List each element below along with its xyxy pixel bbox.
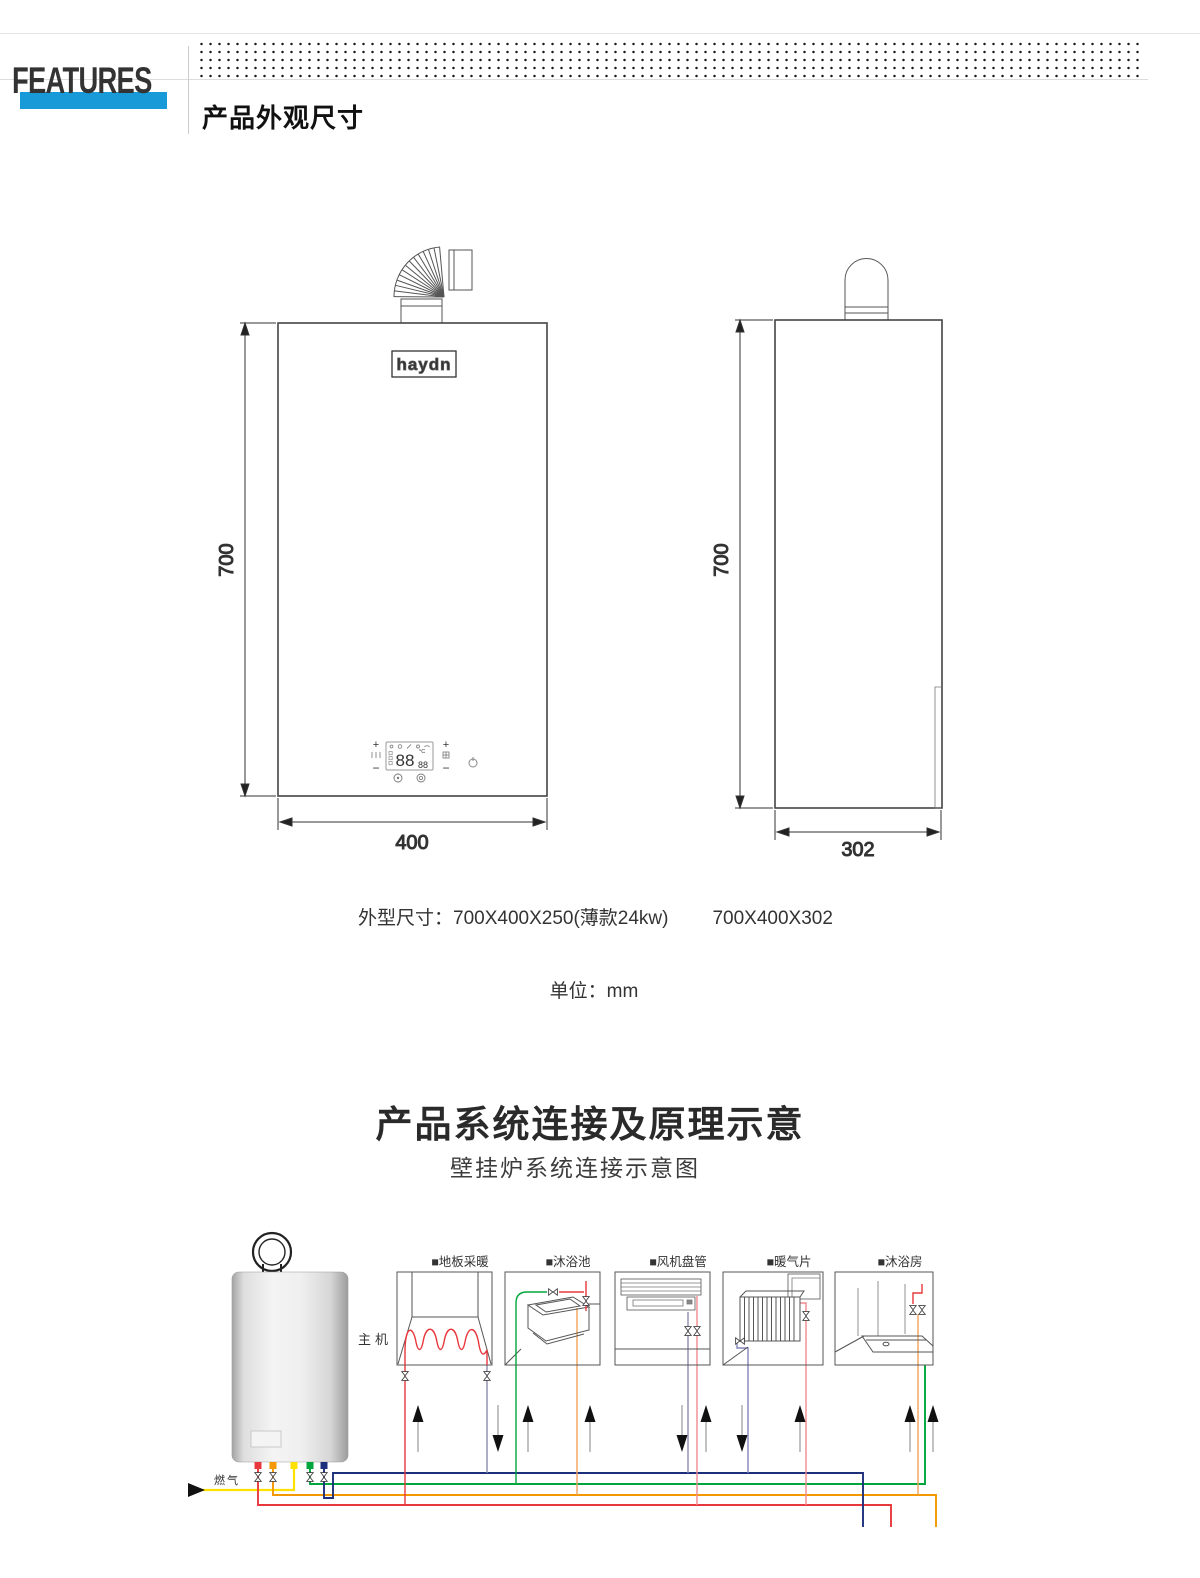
flow-arrow-down: [491, 1404, 505, 1453]
appliance-box-radiator: [722, 1271, 824, 1366]
radiator-icon: [739, 1290, 805, 1342]
fan-coil-unit-icon: [620, 1278, 702, 1311]
flow-arrow-up: [411, 1404, 425, 1453]
heating-coil: [404, 1328, 488, 1365]
lcd-main-digits: 88: [396, 751, 415, 770]
side-height-dimension: 700: [711, 318, 773, 810]
flow-arrow-down: [735, 1404, 749, 1453]
system-section-title: 产品系统连接及原理示意: [375, 1104, 805, 1145]
side-flue-collar-icon: [844, 258, 889, 321]
lcd-mode-icons: [388, 751, 393, 766]
valve-icon: [306, 1472, 314, 1482]
boiler-connection-stubs: [254, 1462, 328, 1469]
logo-accent-bar: [20, 92, 167, 109]
panel-plus-right: +: [443, 739, 449, 751]
panel-minus-right: −: [442, 761, 449, 775]
unit-line: 单位：mm: [0, 976, 1188, 1003]
pipe-orange-bus: [272, 1469, 937, 1527]
lcd-display: [385, 741, 434, 771]
front-height-dimension: 700: [216, 321, 276, 798]
heating-icon: [371, 752, 381, 758]
appliance-label-fan-coil: ■风机盘管: [649, 1254, 707, 1269]
brand-logo: haydn: [391, 350, 457, 378]
valve-icon: [254, 1472, 262, 1482]
pipe-red-bus: [257, 1469, 892, 1527]
side-body: [774, 319, 943, 809]
appliance-label-shower: ■沐浴房: [877, 1254, 922, 1269]
shower-tray-icon: [861, 1335, 934, 1353]
panel-button-right-ring: [418, 776, 423, 781]
pipe-radiator-supply: [798, 1302, 807, 1505]
front-view: haydn + − 88 °C 88: [216, 246, 548, 855]
system-diagram: 主机 燃气: [188, 1231, 940, 1527]
appliance-box-shower: [834, 1271, 934, 1366]
flow-arrow-up: [583, 1404, 597, 1453]
side-depth-dimension: 302: [774, 810, 942, 862]
side-height-label: 700: [711, 543, 733, 576]
bathtub-icon: [526, 1296, 591, 1345]
side-panel-slot: [934, 686, 941, 809]
top-hairline: [0, 33, 1200, 34]
flow-arrow-up: [521, 1404, 535, 1453]
panel-button-left-dot: [396, 776, 400, 780]
appliance-label-bath: ■沐浴池: [545, 1255, 591, 1269]
panel-plus-left: +: [373, 739, 379, 751]
valve-icon: [320, 1472, 328, 1482]
flow-arrow-up: [903, 1404, 917, 1453]
appliance-label-floor-heating: ■地板采暖: [431, 1255, 489, 1269]
unit-value: mm: [606, 981, 639, 1002]
side-view: 700 302: [711, 258, 943, 862]
power-icon: [468, 757, 478, 768]
spec-value-2: 700X400X302: [712, 908, 833, 929]
spec-value-1: 700X400X250(薄款24kw): [453, 908, 669, 929]
valve-icon: [269, 1472, 277, 1482]
appliance-box-fan-coil: [614, 1271, 711, 1366]
spec-label: 外型尺寸：: [358, 908, 454, 929]
header-divider: [188, 46, 189, 134]
brand-text: haydn: [396, 355, 451, 374]
lcd-sub-digits: 88: [418, 760, 428, 770]
flow-arrow-up: [926, 1404, 940, 1453]
gas-label: 燃气: [214, 1473, 240, 1487]
front-body: [277, 322, 548, 797]
gas-flow-arrow-icon: [188, 1483, 205, 1497]
pipe-navy-bus: [323, 1469, 864, 1527]
boiler-hanging-loop: [251, 1231, 293, 1274]
panel-button-right: [416, 773, 426, 783]
spec-line: 外型尺寸：700X400X250(薄款24kw) 700X400X302: [358, 903, 833, 930]
flow-arrow-up: [793, 1404, 807, 1453]
front-flue-elbow-icon: [393, 246, 473, 324]
front-width-dimension: 400: [277, 798, 548, 855]
appliance-box-floor-heating: [396, 1271, 493, 1381]
system-section-subtitle: 壁挂炉系统连接示意图: [450, 1155, 700, 1181]
appliance-box-bath: [504, 1271, 601, 1366]
front-width-label: 400: [395, 832, 428, 854]
flow-arrow-up: [699, 1404, 713, 1453]
pipe-green-bus: [309, 1365, 926, 1485]
grid-icon: [442, 751, 450, 759]
window-icon: [787, 1273, 821, 1300]
gas-pipe: [200, 1469, 296, 1492]
unit-label: 单位：: [549, 981, 607, 1002]
front-height-label: 700: [216, 543, 238, 576]
features-logo: FEATURES: [12, 60, 152, 101]
control-panel: + − 88 °C 88 +: [371, 739, 478, 783]
main-unit-label: 主机: [358, 1332, 392, 1347]
boiler-main-unit: [231, 1271, 349, 1463]
appliance-label-radiator: ■暖气片: [766, 1254, 811, 1269]
page-title: 产品外观尺寸: [202, 103, 365, 133]
dotted-pattern: [197, 40, 1145, 80]
lcd-status-icons: [389, 744, 430, 749]
boiler-display-window: [250, 1430, 282, 1448]
flow-arrow-down: [675, 1404, 689, 1453]
lcd-unit: °C: [419, 749, 425, 755]
panel-minus-left: −: [372, 761, 379, 775]
side-depth-label: 302: [841, 839, 874, 861]
